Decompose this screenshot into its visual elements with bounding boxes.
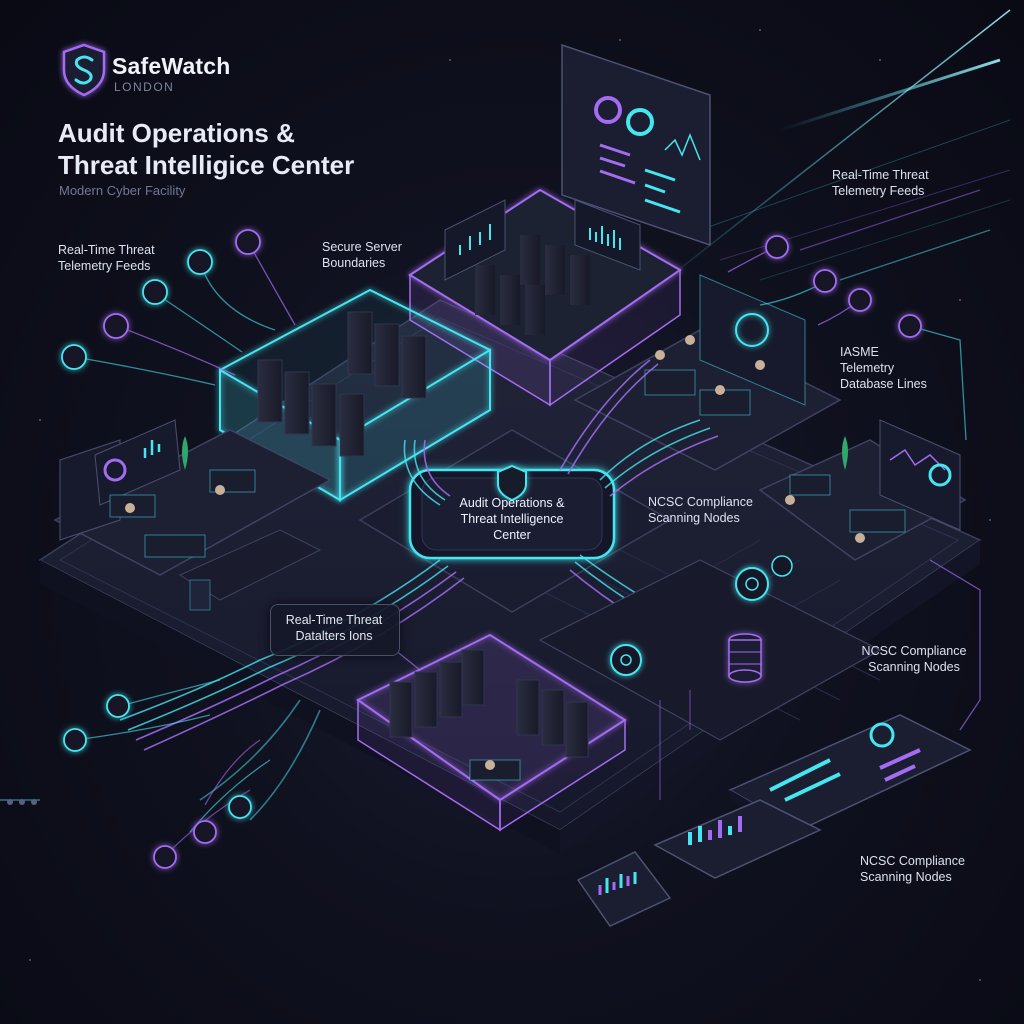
page-title-line1: Audit Operations & (58, 118, 295, 148)
label-connectors (394, 559, 981, 731)
label-line: Scanning Nodes (868, 660, 960, 674)
scan-node-icon (735, 567, 769, 601)
label-feeds-right: Real-Time Threat Telemetry Feeds (832, 167, 929, 199)
label-line: Real-Time Threat (58, 243, 155, 257)
label-line: Telemetry Feeds (58, 259, 151, 273)
label-line: NCSC Compliance (860, 854, 965, 868)
label-line: Scanning Nodes (648, 511, 740, 525)
hub-label: Audit Operations & Threat Intelligence C… (428, 495, 596, 543)
label-server-boundaries: Secure Server Boundaries (322, 239, 402, 271)
label-line: Real-Time Threat (285, 613, 383, 627)
label-ncsc-c: NCSC Compliance Scanning Nodes (860, 853, 965, 885)
label-line: Threat Intelligence (460, 512, 564, 526)
mail-icon (153, 845, 177, 869)
label-line: Datalters Ions (295, 629, 373, 643)
server-room-cyan (219, 288, 491, 502)
dollar-icon (187, 249, 213, 275)
ops-room-west (53, 419, 332, 611)
right-feed-nodes (727, 189, 991, 441)
label-line: Boundaries (322, 256, 386, 270)
brand-location: LONDON (114, 80, 175, 94)
eye-icon (765, 235, 789, 259)
server-room-south (356, 633, 627, 832)
globe-icon (61, 344, 87, 370)
key-icon (63, 728, 87, 752)
server-room-north (408, 188, 682, 407)
key-node-icon (771, 555, 793, 577)
ops-room-southeast (758, 419, 967, 561)
label-pill-box (270, 604, 400, 656)
label-iasme: IASME Telemetry Database Lines (840, 344, 927, 392)
lock-icon (142, 279, 168, 305)
label-ncsc-a: NCSC Compliance Scanning Nodes (648, 494, 753, 526)
label-line: Telemetry (840, 361, 895, 375)
label-line: Scanning Nodes (860, 870, 952, 884)
hub-shield-icon (497, 464, 527, 502)
label-line: Secure Server (322, 240, 402, 254)
label-ncsc-b: NCSC Compliance Scanning Nodes (852, 643, 976, 675)
label-pill: Real-Time Threat Datalters Ions (270, 612, 398, 644)
left-feed-nodes (61, 229, 296, 386)
label-line: Audit Operations & (459, 496, 565, 510)
page-subtitle: Modern Cyber Facility (59, 183, 186, 198)
bottom-feed-nodes (0, 679, 271, 869)
page-title-line2: Threat Intelligice Center (58, 150, 355, 180)
label-line: Database Lines (840, 377, 927, 391)
label-line: NCSC Compliance (648, 495, 753, 509)
label-line: IASME (840, 345, 879, 359)
chat-icon (193, 820, 217, 844)
label-line: Center (493, 528, 531, 542)
lock-icon (848, 288, 872, 312)
brand-name: SafeWatch (112, 53, 231, 79)
database-stack-icon (728, 633, 762, 683)
shield-icon (103, 313, 129, 339)
label-line: Telemetry Feeds (832, 184, 925, 198)
wifi-icon (898, 314, 922, 338)
database-icon (813, 269, 837, 293)
floating-dashboards-bottom (576, 714, 972, 927)
ops-room-east (573, 274, 842, 471)
mail-icon (228, 795, 252, 819)
scan-node-icon (610, 644, 642, 676)
central-hub (358, 429, 672, 613)
monitor-icon (235, 229, 261, 255)
scanning-zone (538, 555, 882, 800)
shield-s-icon (62, 43, 106, 97)
floating-dashboard-top (561, 43, 711, 247)
label-line: NCSC Compliance (861, 644, 967, 658)
label-line: Real-Time Threat (832, 168, 929, 182)
mail-icon (106, 694, 130, 718)
label-feeds-left: Real-Time Threat Telemetry Feeds (58, 242, 155, 274)
star-field (29, 29, 991, 981)
